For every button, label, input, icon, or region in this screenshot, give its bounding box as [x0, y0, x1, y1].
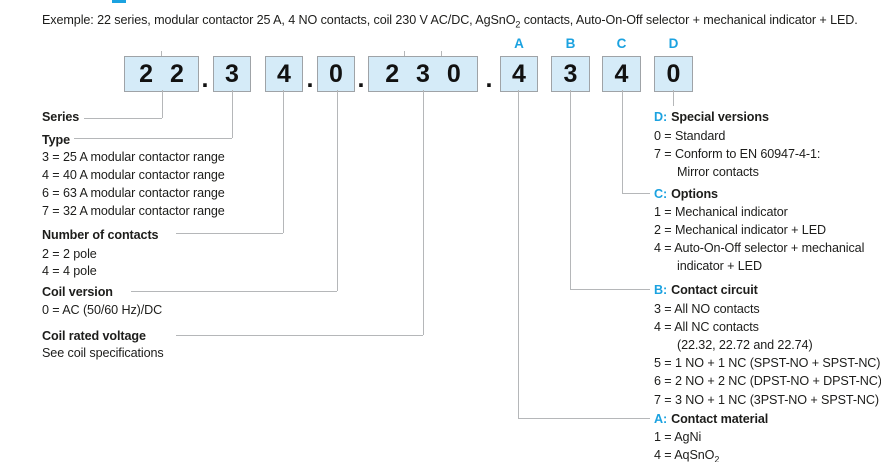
type-option: 7 = 32 A modular contactor range: [42, 204, 225, 218]
code-separator-dot: .: [306, 65, 314, 94]
connector-a-horizontal: [518, 418, 650, 420]
marker-d: D: [668, 36, 679, 51]
code-box-type: 3: [213, 56, 251, 92]
cell-divider-tick: [161, 51, 163, 56]
cell-divider-tick: [404, 51, 406, 56]
type-option: 3 = 25 A modular contactor range: [42, 150, 225, 164]
cell-divider-tick: [441, 51, 443, 56]
special-versions-option-continued: Mirror contacts: [677, 165, 759, 179]
marker-c: C: [616, 36, 627, 51]
special-versions-title: Special versions: [671, 110, 769, 124]
code-box-number-of-contacts: 4: [265, 56, 303, 92]
number-of-contacts-title: Number of contacts: [42, 228, 159, 242]
contacts-option: 4 = 4 pole: [42, 264, 97, 278]
contact-circuit-option: 7 = 3 NO + 1 NC (3PST-NO + SPST-NC): [654, 393, 880, 407]
contact-material-option: 4 = AqSnO2: [654, 448, 719, 462]
coil-version-title: Coil version: [42, 285, 113, 299]
connector-coil-version-horizontal: [131, 291, 337, 293]
contact-material-letter: A:: [654, 412, 668, 426]
code-box-series: 2 2: [124, 56, 199, 92]
connector-series-horizontal: [84, 118, 162, 120]
options-option: 1 = Mechanical indicator: [654, 205, 788, 219]
connector-type-vertical: [232, 90, 234, 138]
series-title: Series: [42, 110, 80, 124]
contact-material-title: Contact material: [671, 412, 769, 426]
code-separator-dot: .: [201, 65, 209, 94]
connector-a-vertical: [518, 90, 520, 418]
connector-d-vertical: [673, 90, 675, 106]
connector-series-vertical: [162, 90, 164, 118]
connector-c-vertical: [622, 90, 624, 193]
options-title: Options: [671, 187, 718, 201]
marker-a: A: [514, 36, 524, 51]
type-option: 4 = 40 A modular contactor range: [42, 168, 225, 182]
connector-contacts-vertical: [283, 90, 285, 233]
example-caption: Exemple: 22 series, modular contactor 25…: [42, 13, 858, 30]
contact-material-title-row: A:Contact material: [654, 412, 768, 427]
coil-rated-voltage-note: See coil specifications: [42, 346, 164, 360]
coil-rated-voltage-title: Coil rated voltage: [42, 329, 146, 343]
connector-coil-version-vertical: [337, 90, 339, 291]
heading-fragment: [112, 0, 126, 3]
code-separator-dot: .: [485, 65, 493, 94]
code-box-options: 4: [602, 56, 641, 92]
example-caption-post: contacts, Auto-On-Off selector + mechani…: [520, 13, 858, 27]
connector-b-vertical: [570, 90, 572, 289]
options-title-row: C:Options: [654, 187, 718, 202]
connector-b-horizontal: [570, 289, 650, 291]
special-versions-title-row: D:Special versions: [654, 110, 769, 125]
marker-b: B: [565, 36, 576, 51]
contact-circuit-option-continued: (22.32, 22.72 and 22.74): [677, 338, 813, 352]
connector-contacts-horizontal: [176, 233, 283, 235]
options-option-continued: indicator + LED: [677, 259, 762, 273]
special-versions-letter: D:: [654, 110, 668, 124]
contact-material-option: 1 = AgNi: [654, 430, 702, 444]
special-versions-option: 7 = Conform to EN 60947-4-1:: [654, 147, 821, 161]
contact-circuit-letter: B:: [654, 283, 668, 297]
code-box-coil-rated-voltage: 2 3 0: [368, 56, 478, 92]
options-letter: C:: [654, 187, 668, 201]
options-option: 4 = Auto-On-Off selector + mechanical: [654, 241, 865, 255]
connector-c-horizontal: [622, 193, 650, 195]
type-title: Type: [42, 133, 71, 147]
contacts-option: 2 = 2 pole: [42, 247, 97, 261]
contact-circuit-title: Contact circuit: [671, 283, 758, 297]
contact-circuit-title-row: B:Contact circuit: [654, 283, 758, 298]
code-box-contact-circuit: 3: [551, 56, 590, 92]
special-versions-option: 0 = Standard: [654, 129, 726, 143]
code-separator-dot: .: [357, 65, 365, 94]
connector-type-horizontal: [74, 138, 232, 140]
contact-circuit-option: 4 = All NC contacts: [654, 320, 759, 334]
contact-material-option-sub: 2: [714, 454, 720, 462]
contact-circuit-option: 3 = All NO contacts: [654, 302, 760, 316]
code-box-contact-material: 4: [500, 56, 538, 92]
code-box-special-versions: 0: [654, 56, 693, 92]
code-box-coil-version: 0: [317, 56, 355, 92]
example-caption-sub: 2: [515, 19, 521, 30]
coil-version-option: 0 = AC (50/60 Hz)/DC: [42, 303, 163, 317]
example-caption-pre: Exemple: 22 series, modular contactor 25…: [42, 13, 516, 27]
type-option: 6 = 63 A modular contactor range: [42, 186, 225, 200]
connector-coil-voltage-vertical: [423, 90, 425, 335]
options-option: 2 = Mechanical indicator + LED: [654, 223, 827, 237]
contact-material-option-pre: 4 = AqSnO: [654, 448, 715, 462]
connector-coil-voltage-horizontal: [176, 335, 423, 337]
contact-circuit-option: 6 = 2 NO + 2 NC (DPST-NO + DPST-NC): [654, 374, 881, 388]
contact-circuit-option: 5 = 1 NO + 1 NC (SPST-NO + SPST-NC): [654, 356, 881, 370]
